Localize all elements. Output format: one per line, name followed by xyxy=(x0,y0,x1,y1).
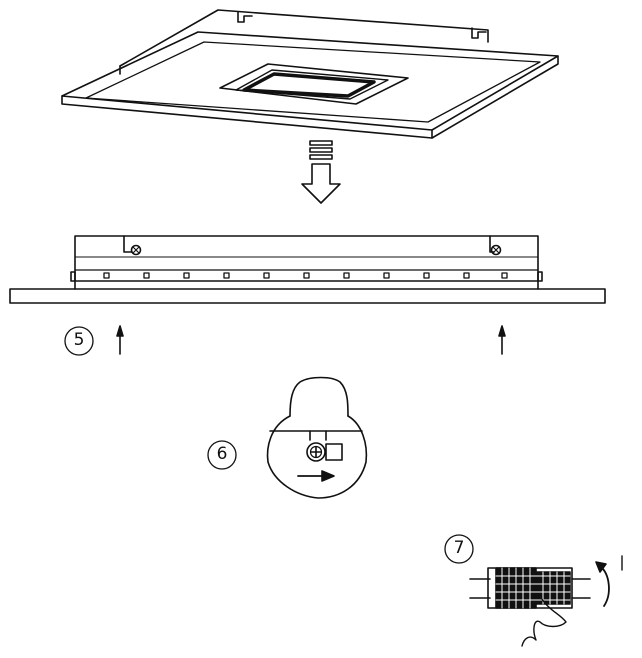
step-5-circle xyxy=(64,326,94,356)
clip-right xyxy=(489,235,502,256)
clip-left xyxy=(123,235,142,256)
step-6-label: 6 xyxy=(216,444,228,464)
arrow-right-icon xyxy=(297,470,335,482)
step-7-label: 7 xyxy=(453,538,465,558)
arrow-down-icon xyxy=(301,140,341,204)
rotate-arrow-icon xyxy=(595,555,623,607)
cable xyxy=(521,595,567,647)
screw-icon xyxy=(306,442,326,462)
center-lens xyxy=(219,63,409,105)
arrow-up-icon xyxy=(116,325,506,355)
clip-detail xyxy=(266,376,368,499)
step-7-circle xyxy=(444,534,474,564)
step-5-label: 5 xyxy=(73,330,85,350)
led-holes xyxy=(103,272,508,279)
mounting-plate xyxy=(119,9,489,75)
panel-side-view xyxy=(9,235,606,304)
step-6-circle xyxy=(207,440,237,470)
terminal-block xyxy=(469,555,623,647)
panel-board xyxy=(9,288,606,304)
panel-perspective xyxy=(61,9,559,139)
panel-frame xyxy=(61,31,559,131)
